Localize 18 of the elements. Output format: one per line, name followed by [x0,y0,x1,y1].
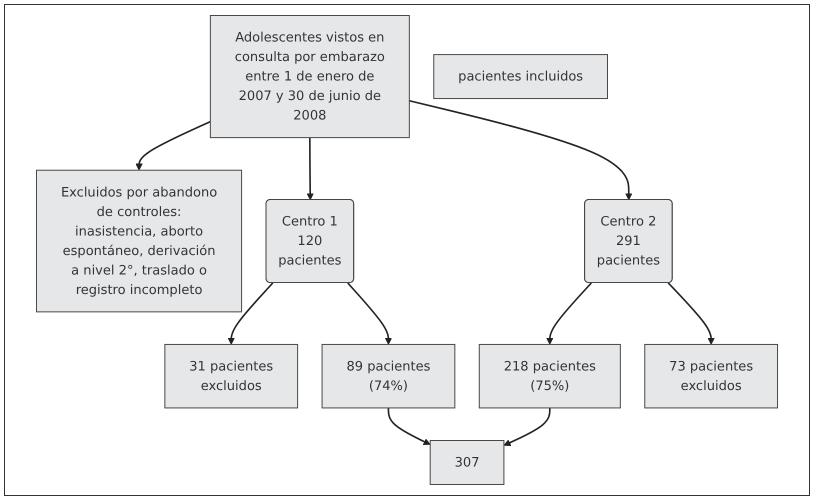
arrow [388,408,430,445]
flowchart: Adolescentes vistos en consulta por embarazo entre 1 de enero de 2007 y 30 de junio de 2008 Excluidos por abandono de controles: inasistencia, aborto espontáneo, derivación a nivel 2°, traslado o registro incompleto Centro 1 120 pacientes Centro 2 291 pacientes 31 pacientes excluidos 89 pacientes (74%) 218 pacientes (75%) 73 pacientes excluidos 307 pacientes incluidos [30,9,784,491]
arrow [228,282,274,345]
node-box [164,344,298,408]
node-box [478,344,621,408]
arrow [668,282,715,345]
node-box [430,440,504,485]
node-box [36,170,242,312]
node-box [210,15,410,138]
arrow [409,100,632,200]
node-box [433,54,608,100]
arrow [306,138,314,200]
arrow [546,282,592,345]
node-box [322,344,456,408]
arrow [347,282,392,345]
arrow [504,408,551,446]
arrow [135,120,211,171]
node-box [644,344,778,408]
